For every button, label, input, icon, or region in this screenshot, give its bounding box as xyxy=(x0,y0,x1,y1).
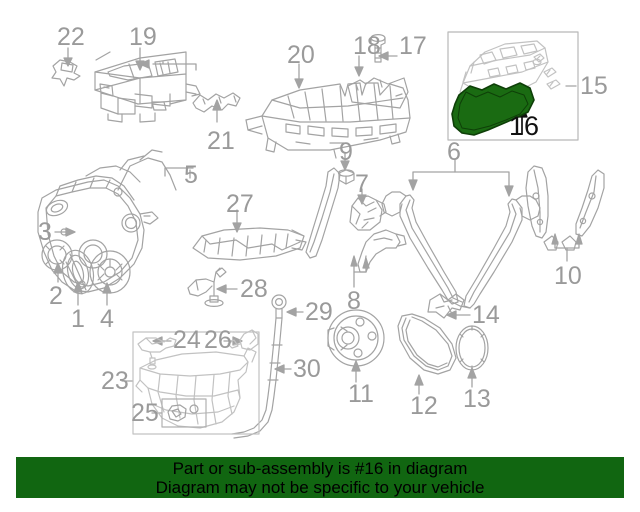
callout-25: 25 xyxy=(131,399,159,427)
part-18-shape xyxy=(347,77,409,109)
part-27-shape xyxy=(192,227,307,261)
banner-line-2: Diagram may not be specific to your vehi… xyxy=(155,477,485,497)
callout-18: 18 xyxy=(353,32,381,60)
callout-23: 23 xyxy=(101,367,129,395)
callout-16: 16 xyxy=(509,111,540,141)
part-16-highlighted-gasket xyxy=(451,82,535,136)
part-9-plug xyxy=(337,169,355,185)
part-29-dipstick-handle xyxy=(271,294,287,319)
inset-box-25 xyxy=(161,398,207,428)
callout-4: 4 xyxy=(100,305,114,333)
callout-24: 24 xyxy=(173,326,201,354)
part-14-bracket xyxy=(427,293,465,319)
callout-2: 2 xyxy=(49,282,63,310)
callout-8: 8 xyxy=(347,287,361,315)
part-11-water-pump xyxy=(327,309,385,367)
part-4-damper xyxy=(89,250,131,294)
inset-box-23 xyxy=(132,331,260,435)
inset-box-15 xyxy=(447,31,579,141)
part-5-shape xyxy=(95,51,177,191)
callout-26: 26 xyxy=(204,326,232,354)
callout-20: 20 xyxy=(287,41,315,69)
callout-14: 14 xyxy=(472,301,500,329)
callout-3: 3 xyxy=(38,218,52,246)
part-12-belt xyxy=(397,313,457,375)
part-26-shape xyxy=(227,329,259,351)
callout-21: 21 xyxy=(207,127,235,155)
banner-line-1: Part or sub-assembly is #16 in diagram xyxy=(172,458,468,478)
callout-10: 10 xyxy=(554,262,582,290)
callout-15: 15 xyxy=(580,72,608,100)
part-24-shape xyxy=(137,337,177,370)
part-19-shape xyxy=(94,51,201,123)
part-17-shape xyxy=(370,33,386,63)
part-10-guides xyxy=(525,165,605,251)
part-13-ring xyxy=(455,325,489,371)
callout-19: 19 xyxy=(129,23,157,51)
part-20-shape xyxy=(245,82,411,159)
callout-6: 6 xyxy=(447,138,461,166)
callout-17: 17 xyxy=(399,32,427,60)
callout-11: 11 xyxy=(348,380,374,408)
part-28-oil-pickup xyxy=(187,267,227,308)
info-banner: Part or sub-assembly is #16 in diagram D… xyxy=(16,457,624,498)
callout-22: 22 xyxy=(57,23,85,51)
part-22-shape xyxy=(51,59,81,87)
callout-27: 27 xyxy=(226,190,254,218)
part-6-timing-chains xyxy=(381,191,541,309)
callout-30: 30 xyxy=(293,355,321,383)
callout-1: 1 xyxy=(71,305,85,333)
callout-7: 7 xyxy=(355,170,369,198)
callout-29: 29 xyxy=(305,298,333,326)
part-8-guides xyxy=(305,167,407,273)
part-21-shape xyxy=(192,92,241,113)
callout-5: 5 xyxy=(184,161,198,189)
part-1-seal xyxy=(61,249,95,295)
leader-lines xyxy=(53,47,583,414)
callout-28: 28 xyxy=(240,275,268,303)
callout-12: 12 xyxy=(410,392,438,420)
callout-13: 13 xyxy=(463,385,491,413)
callout-9: 9 xyxy=(339,138,353,166)
part-7-tensioner xyxy=(349,195,387,231)
